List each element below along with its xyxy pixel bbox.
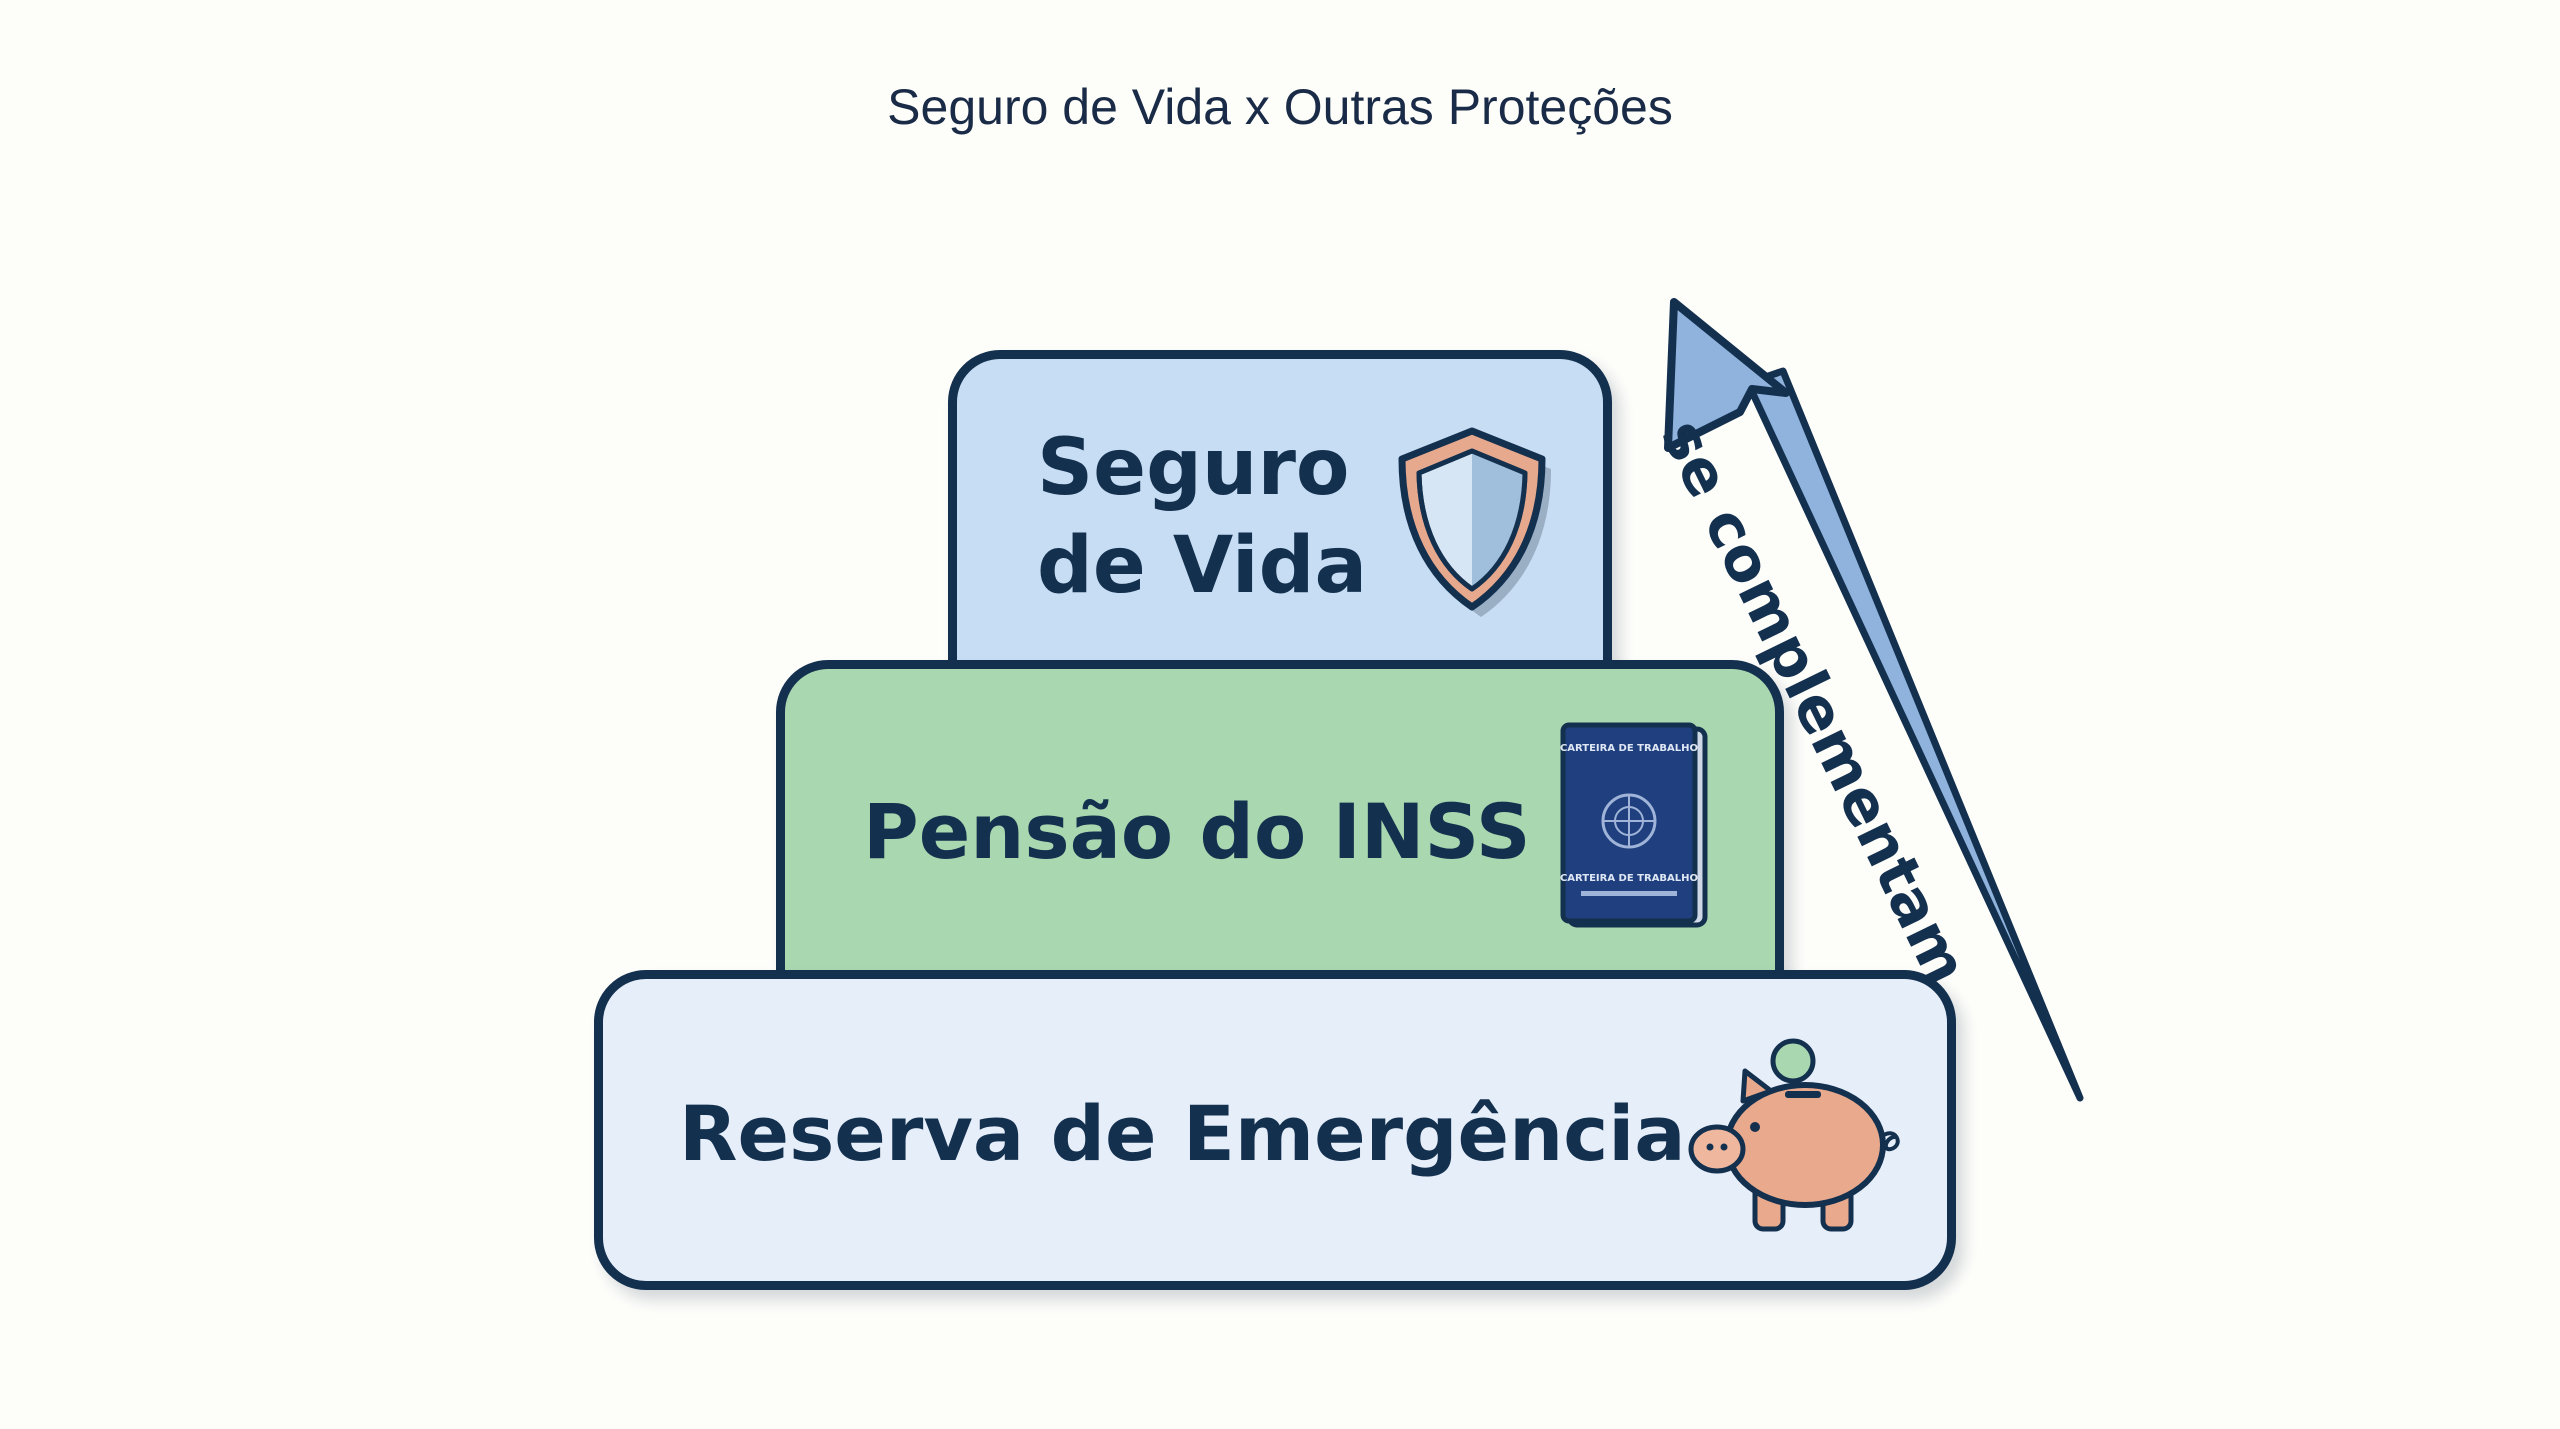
tier-seguro-de-vida: Seguro de Vida: [948, 350, 1612, 710]
work-card-icon: CARTEIRA DE TRABALHO CARTEIRA DE TRABALH…: [1560, 722, 1708, 928]
tier-reserva-emergencia: Reserva de Emergência: [594, 970, 1956, 1290]
complement-arrow: [1664, 298, 2084, 1102]
page-title: Seguro de Vida x Outras Proteções: [887, 79, 1673, 135]
tier-pensao-inss: Pensão do INSS CARTEIRA DE TRABALHO CART…: [776, 660, 1784, 1010]
tier-seguro-de-vida-line-1: Seguro: [1037, 423, 1350, 513]
shield-icon: [1398, 427, 1551, 617]
tier-seguro-de-vida-label: Seguro de Vida: [1037, 419, 1367, 615]
work-card-bottom-text: CARTEIRA DE TRABALHO: [1560, 873, 1698, 884]
tier-seguro-de-vida-line-2: de Vida: [1037, 521, 1368, 611]
tier-pensao-inss-label: Pensão do INSS: [863, 787, 1531, 876]
piggy-bank-icon: [1688, 1038, 1900, 1232]
work-card-top-text: CARTEIRA DE TRABALHO: [1560, 743, 1698, 754]
arrow-head: [1664, 298, 1790, 452]
tier-reserva-emergencia-label: Reserva de Emergência: [679, 1089, 1686, 1178]
